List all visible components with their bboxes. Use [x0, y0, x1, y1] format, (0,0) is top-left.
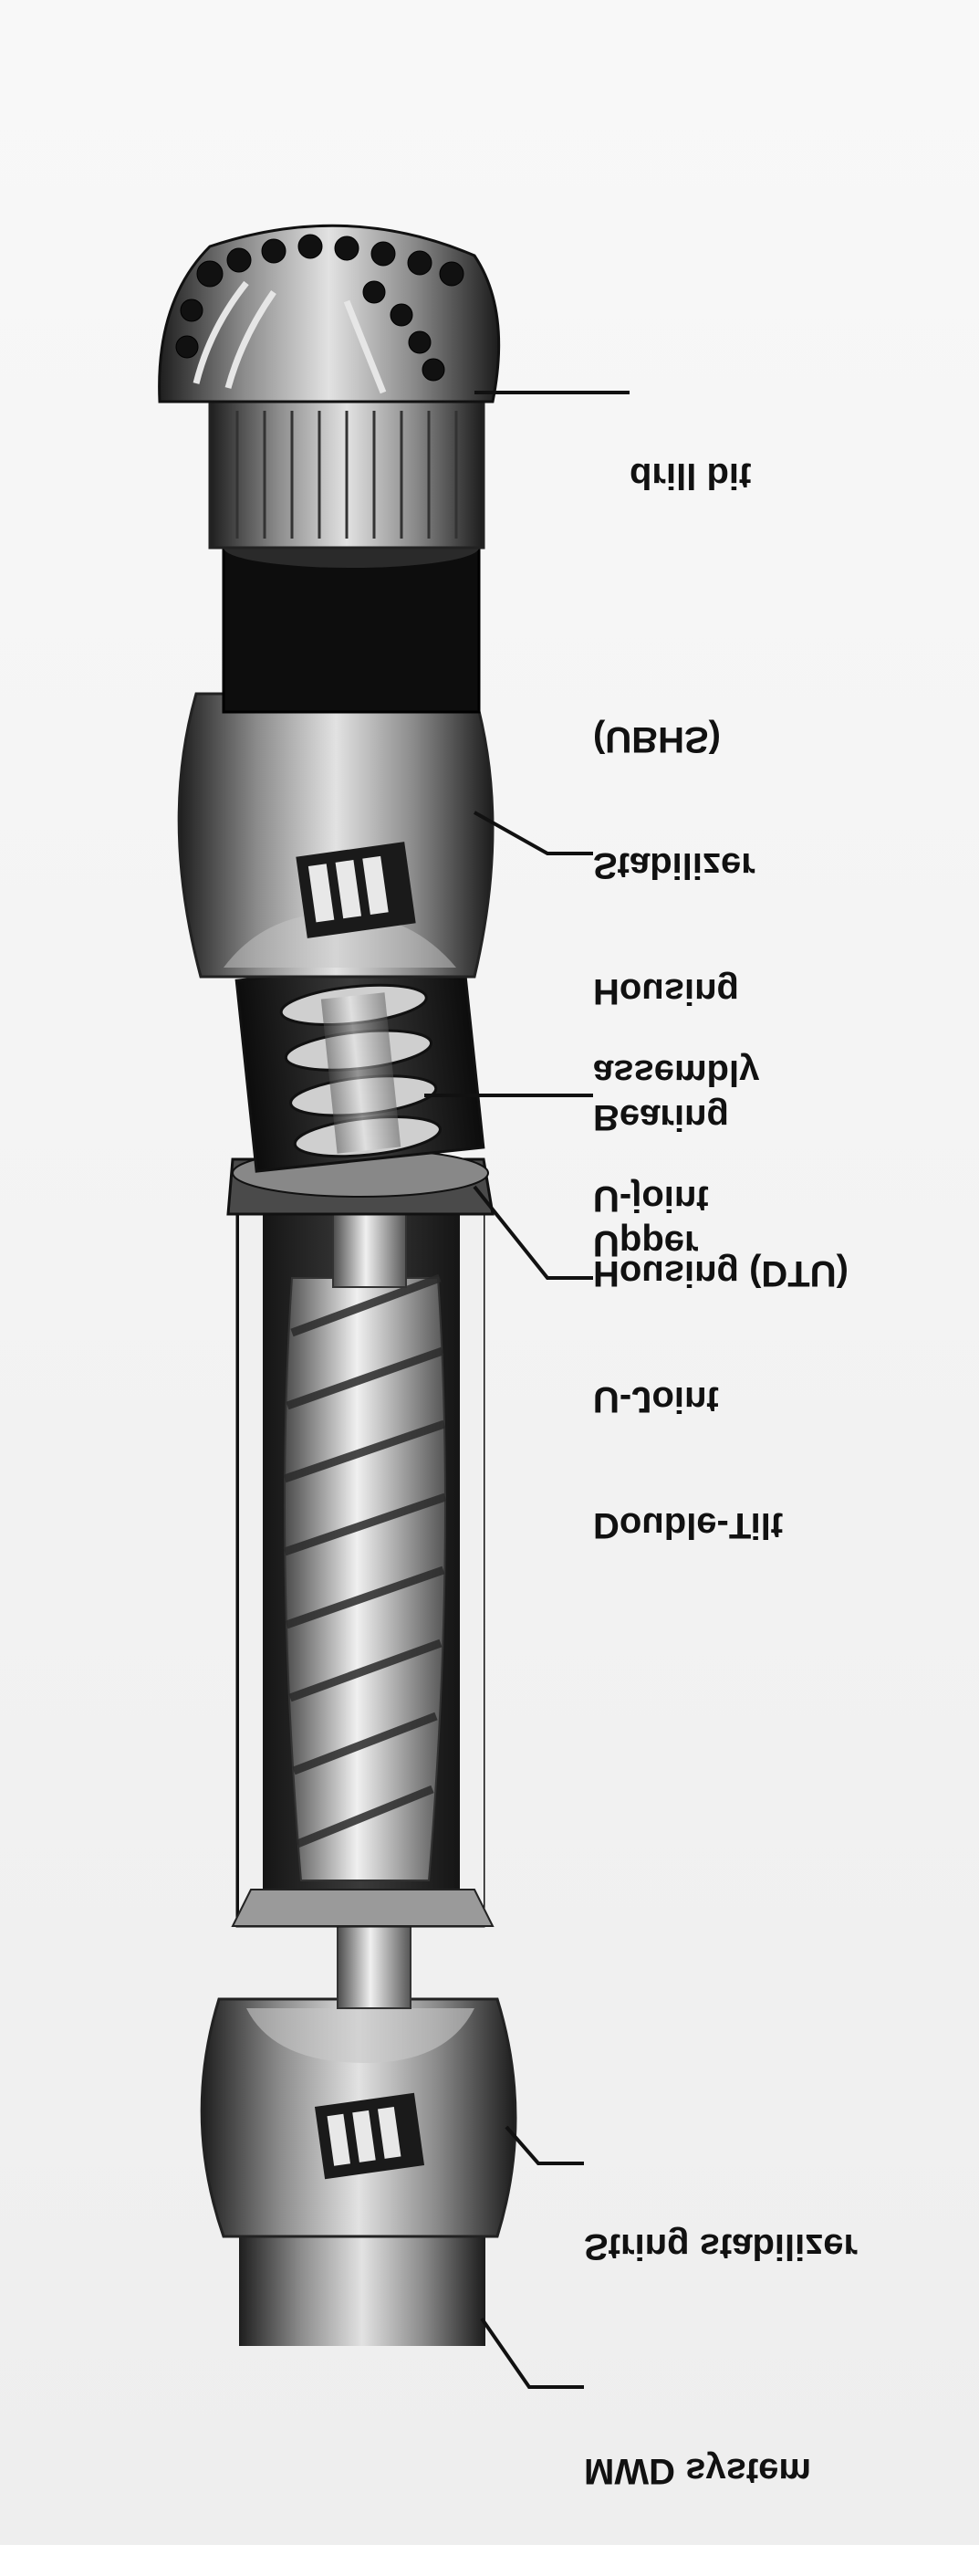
label-dtu: Double-Tilt U-Joint Housing (DTU) — [593, 1168, 849, 1630]
u-joint-assembly-section — [236, 957, 484, 1171]
ubhs-blade-inserts — [296, 842, 415, 938]
upper-bearing-stabilizer-body — [179, 694, 493, 977]
motor-rotor — [285, 1278, 445, 1880]
stabilizer-blade-inserts — [315, 2093, 424, 2180]
label-string-stabilizer: String stabilizer — [584, 2141, 858, 2351]
label-drill-bit: drill bit — [630, 371, 751, 581]
string-stabilizer-body — [202, 1999, 516, 2236]
drill-bit — [160, 225, 499, 548]
